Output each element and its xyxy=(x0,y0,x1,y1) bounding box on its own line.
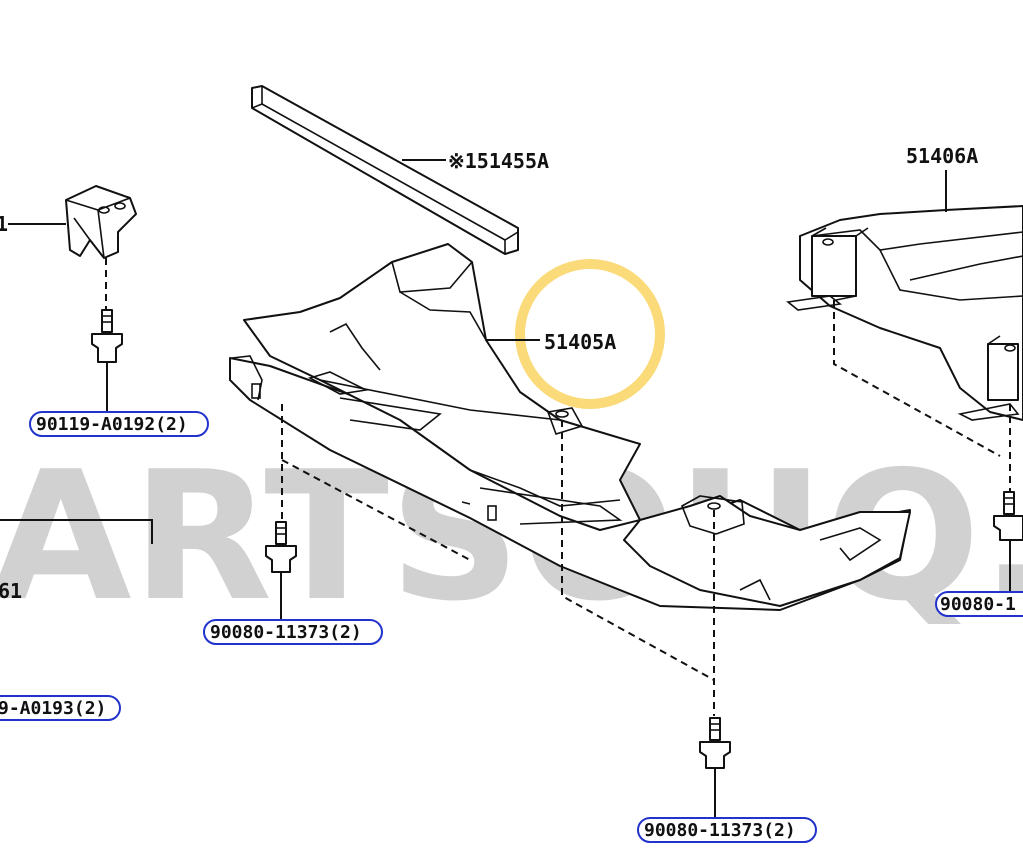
engine-under-cover-right xyxy=(786,205,1023,421)
label-seal: ※151455A xyxy=(448,149,549,173)
callout-pill[interactable] xyxy=(203,619,383,645)
label-cover-main[interactable]: 51405A xyxy=(544,330,616,354)
callout-pill[interactable] xyxy=(0,695,121,721)
highlight-ring xyxy=(515,259,665,409)
callout-bolt-bottom[interactable]: 90080-11373(2) xyxy=(644,820,796,841)
bolt-icon xyxy=(265,521,297,573)
seal-strip xyxy=(251,85,519,255)
bolt-icon xyxy=(91,309,123,363)
dash-right-mount xyxy=(833,300,1001,457)
dash-center-mount xyxy=(561,420,715,681)
callout-pill[interactable] xyxy=(29,411,209,437)
engine-under-cover-main xyxy=(229,243,911,611)
callout-bolt-left[interactable]: 90080-11373(2) xyxy=(210,622,362,643)
bolt-icon xyxy=(699,717,731,769)
leader-left-lower xyxy=(0,519,153,544)
callout-bolt-right[interactable]: 90080-1 xyxy=(940,594,1016,615)
bracket-upper-left xyxy=(65,185,137,259)
label-cover-right[interactable]: 51406A xyxy=(906,144,978,168)
callout-pill[interactable] xyxy=(935,591,1023,617)
callout-bolt-upper-left[interactable]: 90119-A0192(2) xyxy=(36,414,188,435)
label-left-lower-partial: 61 xyxy=(0,579,22,603)
callout-bolt-lower-left[interactable]: 9-A0193(2) xyxy=(0,698,106,719)
label-bracket-left-partial: 1 xyxy=(0,212,8,236)
bolt-icon xyxy=(993,491,1023,541)
callout-pill[interactable] xyxy=(637,817,817,843)
